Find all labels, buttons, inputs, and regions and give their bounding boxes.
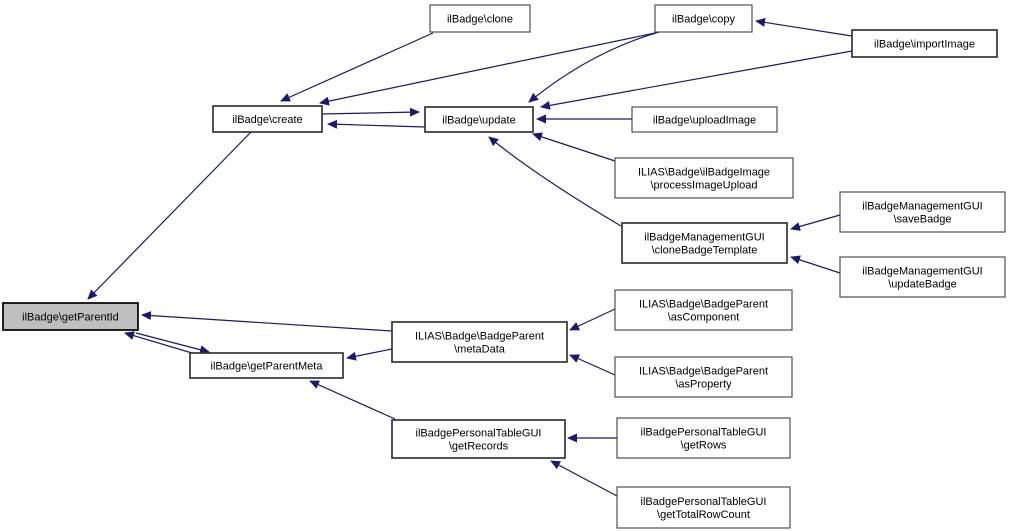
node-update-box[interactable] (424, 106, 534, 133)
node-clone-label: ilBadge\clone (447, 14, 513, 26)
node-getTotalRowCount-box[interactable] (616, 486, 791, 529)
edge-processImageUpload-to-update (532, 132, 616, 162)
edge-getParentMeta-to-getParentId (124, 331, 193, 354)
node-processImageUpload[interactable]: ILIAS\Badge\ilBadgeImage\processImageUpl… (614, 157, 794, 199)
node-getParentMeta[interactable]: ilBadge\getParentMeta (189, 352, 344, 379)
node-cloneBadgeTemplate[interactable]: ilBadgeManagementGUI\cloneBadgeTemplate (621, 222, 788, 264)
nodes-layer: ilBadge\clone ilBadge\copy ilBadge\importI… (2, 4, 1006, 529)
edge-saveBadge-to-cloneBadgeTemplate (790, 214, 841, 231)
node-cloneBadgeTemplate-label: ilBadgeManagementGUI\cloneBadgeTemplate (644, 232, 764, 257)
edge-asComponent-to-metaData (569, 308, 616, 331)
node-getParentId-label: ilBadge\getParentId (22, 312, 119, 324)
node-asComponent[interactable]: ILIAS\Badge\BadgeParent\asComponent (614, 289, 793, 331)
node-asProperty[interactable]: ILIAS\Badge\BadgeParent\asProperty (614, 356, 793, 398)
node-getRecords-label: ilBadgePersonalTableGUI\getRecords (416, 428, 542, 453)
node-asProperty-box[interactable] (614, 356, 793, 398)
node-importImage[interactable]: ilBadge\importImage (851, 29, 998, 58)
node-getParentMeta-label: ilBadge\getParentMeta (211, 361, 324, 373)
node-getRows-box[interactable] (616, 417, 791, 459)
node-copy-label: ilBadge\copy (672, 14, 735, 26)
node-getRecords[interactable]: ilBadgePersonalTableGUI\getRecords (391, 419, 566, 459)
edge-create-to-getParentId (87, 131, 252, 300)
edge-getTotalRowCount-to-getRecords (550, 460, 618, 497)
node-create[interactable]: ilBadge\create (212, 105, 323, 133)
node-metaData[interactable]: ILIAS\Badge\BadgeParent\metaData (391, 321, 568, 363)
edge-update-to-create (327, 119, 426, 129)
node-updateBadge-box[interactable] (839, 256, 1006, 298)
edge-metaData-to-getParentId (141, 311, 393, 332)
edge-importImage-to-copy (755, 17, 853, 37)
node-saveBadge-label: ilBadgeManagementGUI\saveBadge (862, 201, 982, 226)
node-getParentId-box[interactable] (2, 302, 139, 331)
edge-getParentId-to-getParentMeta (135, 332, 210, 355)
node-copy-box[interactable] (654, 4, 753, 33)
node-metaData-box[interactable] (391, 321, 568, 363)
node-update[interactable]: ilBadge\update (424, 106, 534, 133)
edge-importImage-to-update (540, 50, 853, 110)
node-uploadImage[interactable]: ilBadge\uploadImage (631, 106, 778, 133)
node-getRows[interactable]: ilBadgePersonalTableGUI\getRows (616, 417, 791, 459)
node-getParentMeta-box[interactable] (189, 352, 344, 379)
node-saveBadge[interactable]: ilBadgeManagementGUI\saveBadge (839, 191, 1006, 233)
node-importImage-label: ilBadge\importImage (874, 39, 975, 51)
edge-clone-to-create (280, 32, 434, 102)
node-update-label: ilBadge\update (442, 115, 515, 127)
node-asComponent-label: ILIAS\Badge\BadgeParent\asComponent (639, 299, 768, 324)
edge-updateBadge-to-cloneBadgeTemplate (790, 255, 841, 274)
edge-asProperty-to-metaData (569, 354, 616, 376)
node-getTotalRowCount-label: ilBadgePersonalTableGUI\getTotalRowCount (641, 496, 767, 521)
edge-copy-to-create (319, 32, 656, 106)
node-metaData-label: ILIAS\Badge\BadgeParent\metaData (415, 331, 544, 356)
node-clone-box[interactable] (429, 4, 531, 33)
node-create-label: ilBadge\create (232, 114, 302, 126)
node-updateBadge[interactable]: ilBadgeManagementGUI\updateBadge (839, 256, 1006, 298)
node-saveBadge-box[interactable] (839, 191, 1006, 233)
node-processImageUpload-box[interactable] (614, 157, 794, 199)
node-copy[interactable]: ilBadge\copy (654, 4, 753, 33)
node-uploadImage-box[interactable] (631, 106, 778, 133)
node-cloneBadgeTemplate-box[interactable] (621, 222, 788, 264)
node-processImageUpload-label: ILIAS\Badge\ilBadgeImage\processImageUpl… (638, 167, 770, 192)
node-getRecords-box[interactable] (391, 419, 566, 459)
edges-layer (87, 17, 853, 497)
node-create-box[interactable] (212, 105, 323, 133)
node-getParentId[interactable]: ilBadge\getParentId (2, 302, 139, 331)
node-uploadImage-label: ilBadge\uploadImage (653, 115, 756, 127)
edge-cloneBadgeTemplate-to-update (488, 136, 622, 227)
edge-create-to-update (321, 107, 420, 117)
edge-copy-to-update (528, 31, 660, 103)
edge-metaData-to-getParentMeta (346, 348, 393, 361)
node-asComponent-box[interactable] (614, 289, 793, 331)
node-importImage-box[interactable] (851, 29, 998, 58)
node-getTotalRowCount[interactable]: ilBadgePersonalTableGUI\getTotalRowCount (616, 486, 791, 529)
node-asProperty-label: ILIAS\Badge\BadgeParent\asProperty (639, 366, 768, 391)
edge-getRecords-to-getParentMeta (309, 380, 396, 420)
node-getRows-label: ilBadgePersonalTableGUI\getRows (641, 427, 767, 452)
node-updateBadge-label: ilBadgeManagementGUI\updateBadge (862, 266, 982, 291)
node-clone[interactable]: ilBadge\clone (429, 4, 531, 33)
